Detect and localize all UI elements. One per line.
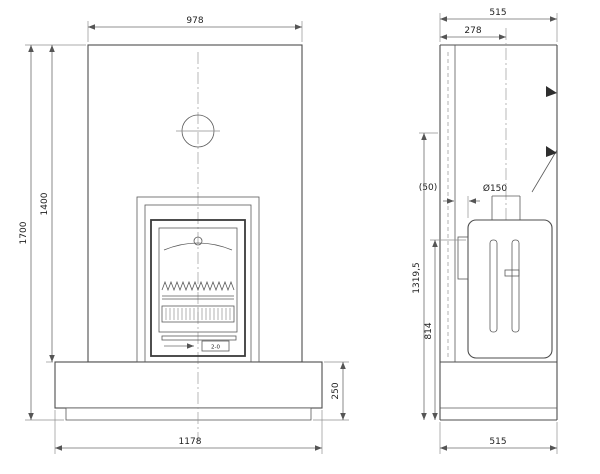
dim-side-depth-top-label: 515: [489, 8, 506, 18]
firebox-grille-bars: [165, 308, 231, 320]
dim-front-height-total: 1700: [19, 44, 86, 421]
dim-front-width-base: 1178: [54, 410, 323, 454]
dim-front-width-top-label: 978: [186, 16, 203, 26]
firebox-knob: [193, 236, 203, 246]
front-base-plinth: [65, 407, 312, 421]
side-flue-pipe: [491, 195, 521, 220]
firebox-grille: [161, 305, 235, 323]
dim-side-depth-base-label: 515: [489, 437, 506, 447]
dim-flue-diameter-label: Ø150: [483, 183, 508, 194]
firebox-plate: [201, 340, 230, 352]
firebox-arch: [163, 242, 233, 251]
dim-front-width-base-label: 1178: [179, 437, 202, 447]
stove-slot-1: [489, 239, 498, 333]
firebox-surround-inner: [144, 204, 252, 363]
side-stove-body: [457, 219, 553, 359]
firebox-vent-slot: [161, 335, 237, 341]
stove-front-connection: [457, 236, 469, 280]
firebox-plate-label: 2-0: [211, 345, 220, 351]
dim-side-height-flue: 1319,5: [412, 132, 438, 420]
airflow-arrow-lower: [546, 146, 557, 157]
dim-side-height-outlet-label: 814: [424, 322, 434, 339]
dim-front-width-top: 978: [87, 16, 303, 42]
side-sloped-plate: [531, 149, 558, 193]
dim-front-height-body-label: 1400: [40, 192, 50, 215]
dim-side-clearance: (50): [419, 183, 480, 218]
front-firebox: 2-0: [136, 196, 260, 363]
dim-side-height-flue-label: 1319,5: [412, 262, 422, 294]
stove-slot-2: [511, 239, 520, 333]
stove-door-glass: [158, 227, 238, 333]
dim-side-depth-base: 515: [439, 422, 558, 454]
stove-door-frame: [150, 219, 246, 357]
dim-front-base-height-label: 250: [331, 382, 341, 399]
side-view: Ø150 515 278 (50): [412, 8, 558, 454]
front-base-slab: [54, 361, 323, 409]
airflow-arrow-upper: [546, 86, 557, 97]
front-view: 2-0 978 1700 1400 250: [19, 16, 349, 454]
dim-side-flue-offset: 278: [440, 26, 506, 40]
dim-front-base-height: 250: [313, 361, 349, 421]
stove-handle: [504, 269, 520, 277]
dim-front-height-total-label: 1700: [19, 221, 29, 244]
firebox-flame-baffle: [161, 280, 235, 292]
dim-side-height-outlet: 814: [424, 239, 466, 420]
dim-side-clearance-label: (50): [419, 183, 437, 193]
dim-front-height-body: 1400: [40, 45, 55, 363]
stove-side-outline: [467, 219, 553, 359]
dim-side-flue-offset-label: 278: [464, 26, 481, 36]
front-body-outline: [87, 44, 303, 363]
